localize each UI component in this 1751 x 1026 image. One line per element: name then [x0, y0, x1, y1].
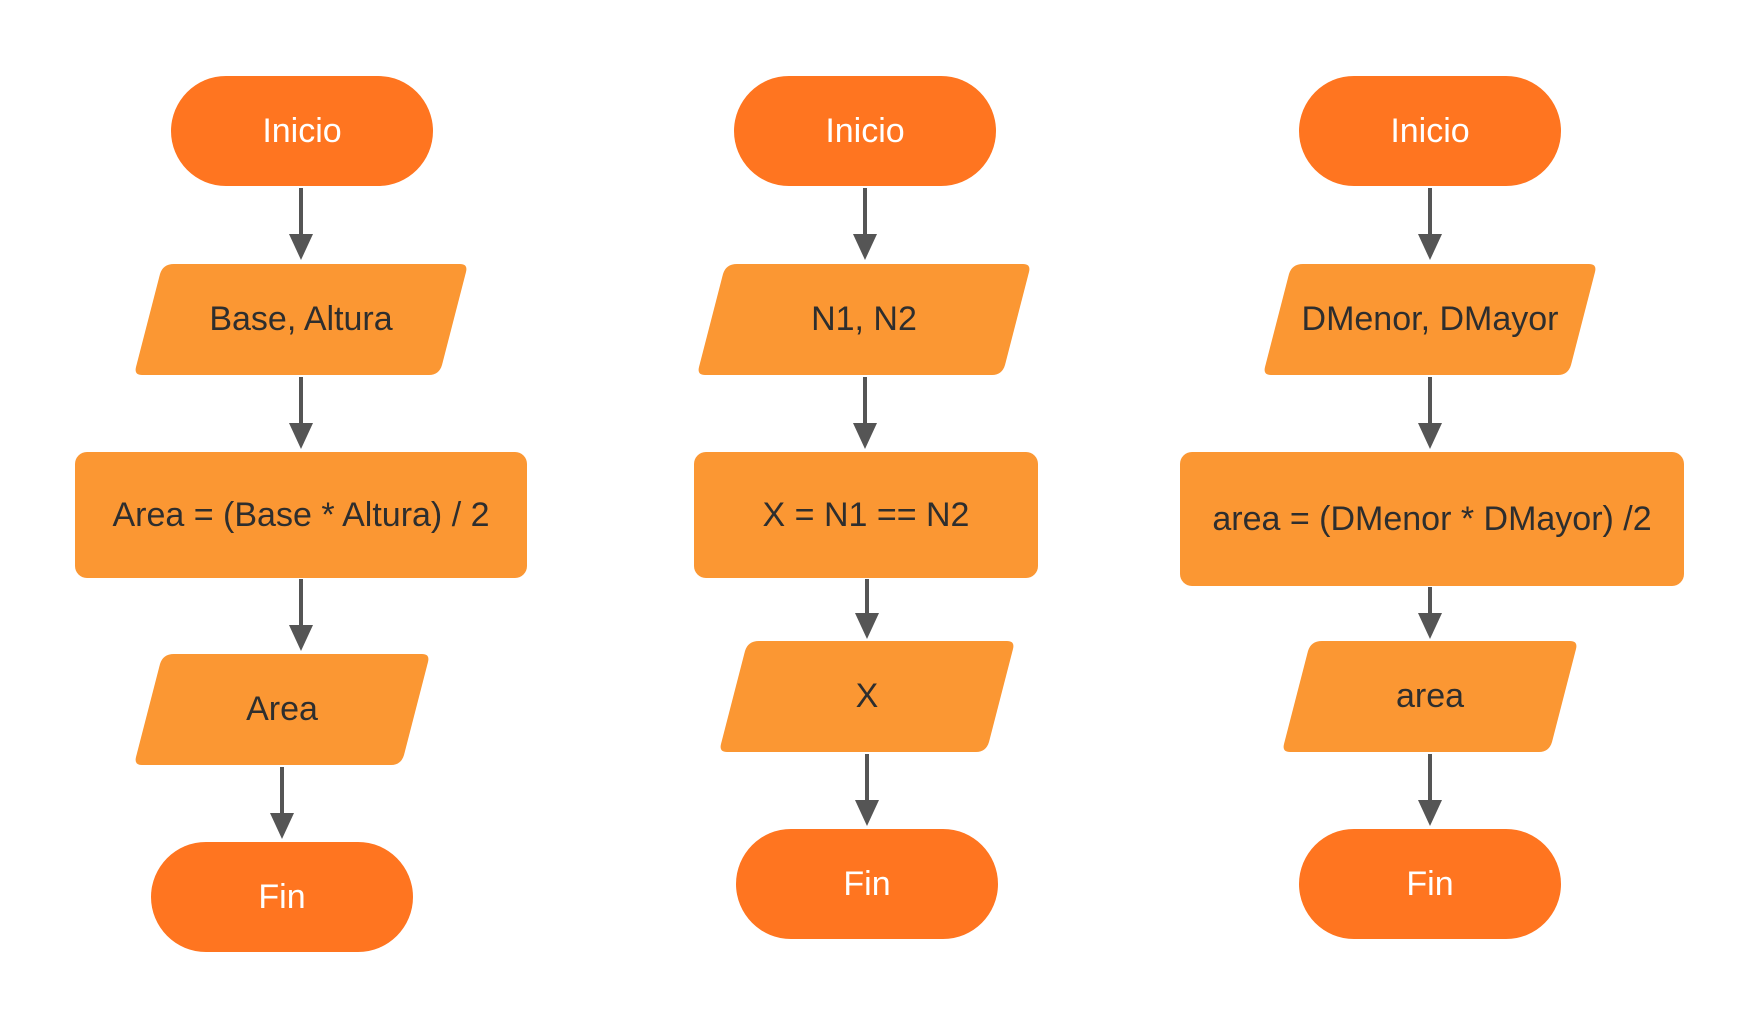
- connector-arrow: [289, 579, 313, 651]
- end-terminal: Fin: [1299, 829, 1561, 939]
- output-parallelogram: area: [1282, 641, 1578, 752]
- end-label: Fin: [1406, 864, 1454, 903]
- process-label: area = (DMenor * DMayor) /2: [1212, 499, 1652, 538]
- output-label: area: [1395, 677, 1465, 715]
- start-terminal: Inicio: [171, 76, 433, 186]
- connector-arrow: [853, 188, 877, 260]
- start-label: Inicio: [1390, 111, 1470, 150]
- input-parallelogram: DMenor, DMayor: [1263, 264, 1597, 375]
- start-terminal: Inicio: [1299, 76, 1561, 186]
- process-box: Area = (Base * Altura) / 2: [75, 452, 527, 578]
- input-parallelogram: Base, Altura: [134, 264, 468, 375]
- output-parallelogram: X: [719, 641, 1015, 752]
- process-label: Area = (Base * Altura) / 2: [112, 495, 490, 534]
- input-parallelogram: N1, N2: [697, 264, 1031, 375]
- connector-arrow: [855, 579, 879, 639]
- connector-arrow: [1418, 754, 1442, 826]
- input-label: Base, Altura: [209, 300, 393, 338]
- process-box: X = N1 == N2: [694, 452, 1038, 578]
- output-label: X: [855, 677, 879, 715]
- process-label: X = N1 == N2: [762, 495, 970, 534]
- connector-arrow: [1418, 377, 1442, 449]
- start-terminal: Inicio: [734, 76, 996, 186]
- connector-arrow: [289, 188, 313, 260]
- connector-arrow: [853, 377, 877, 449]
- end-label: Fin: [258, 877, 306, 916]
- output-label: Area: [246, 690, 318, 728]
- connector-arrow: [289, 377, 313, 449]
- connector-arrow: [1418, 188, 1442, 260]
- start-label: Inicio: [825, 111, 905, 150]
- input-label: N1, N2: [811, 300, 917, 338]
- input-label: DMenor, DMayor: [1301, 300, 1559, 338]
- output-parallelogram: Area: [134, 654, 430, 765]
- connector-arrow: [1418, 587, 1442, 639]
- start-label: Inicio: [262, 111, 342, 150]
- end-label: Fin: [843, 864, 891, 903]
- process-box: area = (DMenor * DMayor) /2: [1180, 452, 1684, 586]
- end-terminal: Fin: [151, 842, 413, 952]
- end-terminal: Fin: [736, 829, 998, 939]
- connector-arrow: [855, 754, 879, 826]
- connector-arrow: [270, 767, 294, 839]
